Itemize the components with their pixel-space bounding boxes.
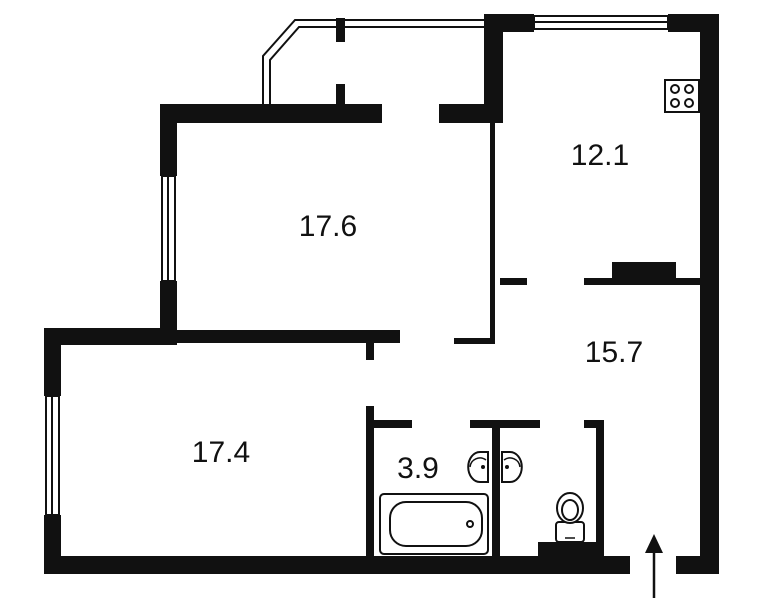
room-area-living: 17.6 [299,210,357,243]
walls [44,14,719,574]
room-area-bathroom: 3.9 [397,452,439,485]
window-bedroom-left [45,395,60,516]
window-living-left [161,175,176,282]
entrance-arrow-icon [645,534,663,598]
balcony-outline [262,18,488,108]
window-kitchen-top [533,15,669,30]
bathtub-icon [379,493,489,555]
stove-icon [664,79,700,113]
toilet-icon [538,492,596,558]
room-area-hall: 15.7 [585,336,643,369]
sink-icon-toilet [501,451,523,483]
room-area-kitchen: 12.1 [571,139,629,172]
room-area-bedroom: 17.4 [192,436,250,469]
sink-icon-bathroom [467,451,489,483]
